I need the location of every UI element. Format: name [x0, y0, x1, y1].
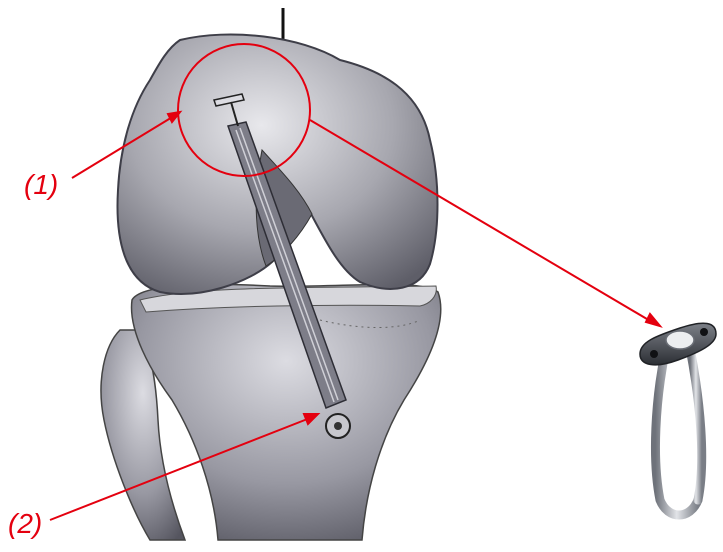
loop-crown — [666, 331, 694, 349]
button-hole-left — [650, 350, 658, 358]
suspensory-button-loop-icon — [640, 323, 716, 515]
callout-label-2: (2) — [8, 510, 42, 538]
tibia — [132, 284, 441, 540]
button-hole-right — [700, 328, 708, 336]
loop-strand-right — [690, 348, 702, 500]
callout-label-1: (1) — [24, 171, 58, 199]
arrow-zoom-head — [646, 314, 660, 326]
tibial-screw-center — [334, 422, 342, 430]
